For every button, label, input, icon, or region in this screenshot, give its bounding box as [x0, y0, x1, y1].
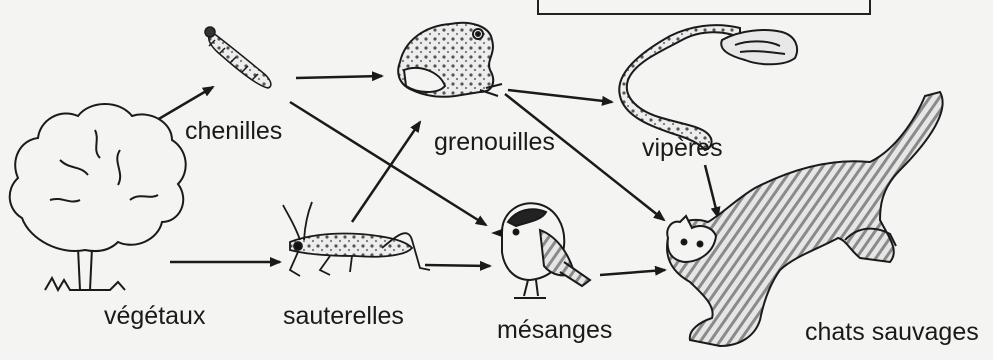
caterpillar-illustration: [205, 27, 271, 88]
bird-illustration: [494, 203, 590, 298]
label-vegetaux: végétaux: [104, 302, 206, 330]
arrow-viperes-chats: [705, 165, 718, 217]
label-mesanges: mésanges: [497, 316, 612, 344]
snake-illustration: [619, 25, 797, 150]
arrow-mesanges-chats: [600, 270, 665, 275]
label-grenouilles: grenouilles: [434, 128, 555, 156]
label-chenilles: chenilles: [185, 117, 282, 145]
frog-illustration: [398, 23, 502, 97]
arrow-chenilles-mesanges: [290, 102, 486, 225]
label-sauterelles: sauterelles: [283, 302, 404, 330]
tree-illustration: [10, 104, 186, 290]
arrow-grenouilles-viperes: [508, 90, 612, 102]
arrow-sauterelles-mesanges: [425, 265, 490, 266]
box-frame-edge: [538, 0, 870, 14]
arrow-sauterelles-grenouilles: [352, 122, 420, 222]
label-viperes: vipères: [642, 134, 723, 162]
label-chats-sauvages: chats sauvages: [805, 318, 979, 346]
cat-illustration: [667, 92, 943, 346]
arrow-chenilles-grenouilles: [296, 76, 382, 78]
grasshopper-illustration: [283, 202, 430, 276]
